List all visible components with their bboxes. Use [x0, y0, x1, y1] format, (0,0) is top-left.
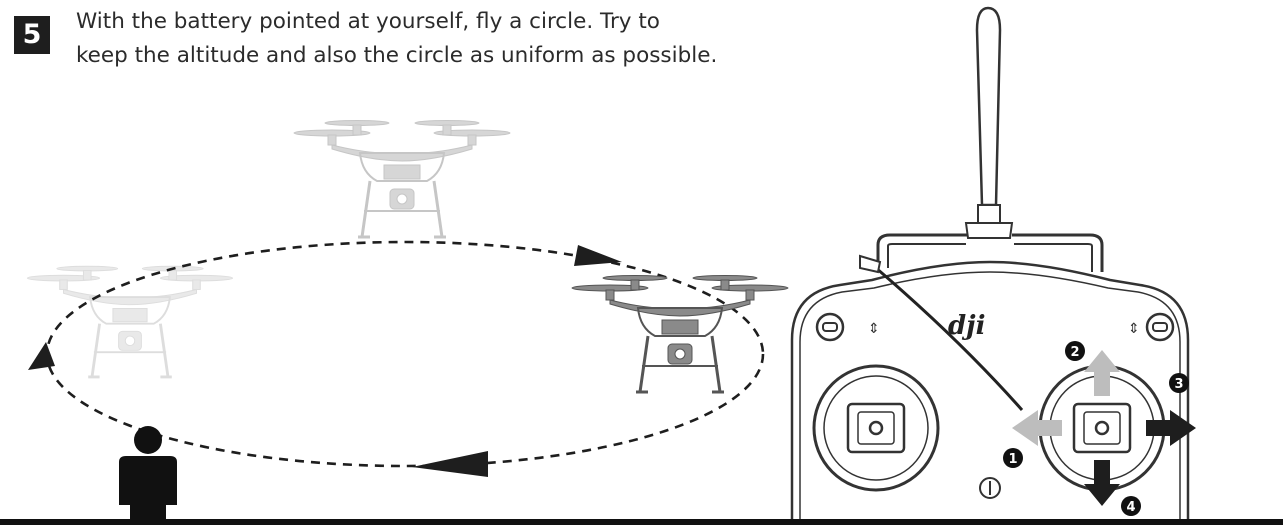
drone-back-position [294, 121, 510, 238]
stick-marker-1: 1 [1003, 448, 1023, 468]
svg-text:3: 3 [1174, 377, 1183, 392]
svg-text:1: 1 [1008, 452, 1017, 467]
stick-marker-4: 4 [1121, 496, 1141, 516]
direction-arrow-bottom-icon [412, 451, 488, 477]
svg-text:2: 2 [1070, 345, 1079, 360]
stick-marker-2: 2 [1065, 341, 1085, 361]
person-icon [119, 426, 177, 525]
brand-logo: dji [948, 311, 985, 341]
ground-line [0, 519, 1283, 525]
remote-controller-icon: ⇕ ⇕ dji [792, 8, 1188, 525]
svg-text:4: 4 [1126, 500, 1135, 515]
stick-marker-3: 3 [1169, 373, 1189, 393]
svg-text:⇕: ⇕ [868, 321, 880, 337]
direction-arrow-left-icon [28, 342, 55, 370]
svg-text:⇕: ⇕ [1128, 321, 1140, 337]
